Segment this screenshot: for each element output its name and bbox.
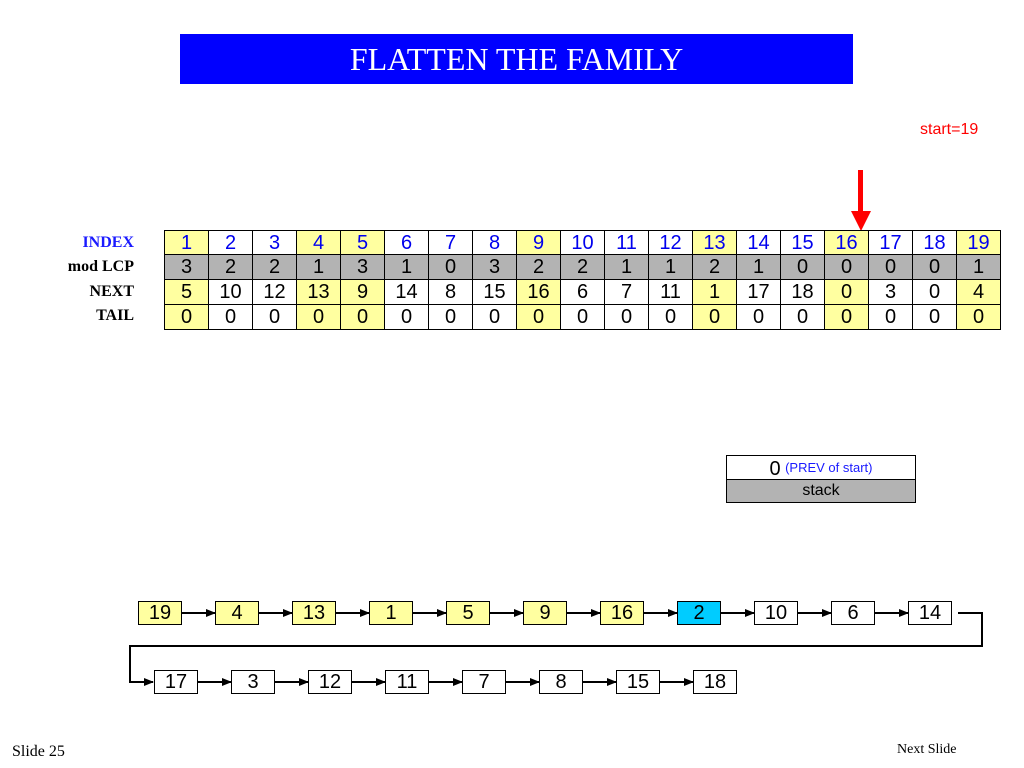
chain-node: 5 xyxy=(446,601,490,625)
lcp-cell: 1 xyxy=(296,254,341,280)
chain-node: 16 xyxy=(600,601,644,625)
tail-cell: 0 xyxy=(692,304,737,330)
stack-note: (PREV of start) xyxy=(785,460,873,475)
chain-node: 13 xyxy=(292,601,336,625)
chain-node: 12 xyxy=(308,670,352,694)
slide-number: Slide 25 xyxy=(12,743,65,760)
index-cell: 5 xyxy=(340,230,385,256)
stack-label: stack xyxy=(726,480,916,503)
tail-cell: 0 xyxy=(296,304,341,330)
chain-node: 3 xyxy=(231,670,275,694)
tail-cell: 0 xyxy=(164,304,209,330)
chain-node: 11 xyxy=(385,670,429,694)
next-cell: 4 xyxy=(956,279,1001,305)
stack-value: 0 xyxy=(769,458,781,480)
next-cell: 0 xyxy=(824,279,869,305)
lcp-cell: 1 xyxy=(736,254,781,280)
chain-node: 10 xyxy=(754,601,798,625)
chain-node: 8 xyxy=(539,670,583,694)
row-label-next: NEXT xyxy=(89,283,134,300)
chain-node: 4 xyxy=(215,601,259,625)
lcp-cell: 0 xyxy=(824,254,869,280)
index-cell: 4 xyxy=(296,230,341,256)
tail-cell: 0 xyxy=(516,304,561,330)
chain-node: 6 xyxy=(831,601,875,625)
chain-node: 19 xyxy=(138,601,182,625)
chain-node: 15 xyxy=(616,670,660,694)
chain-node: 17 xyxy=(154,670,198,694)
lcp-cell: 0 xyxy=(428,254,473,280)
row-label-tail: TAIL xyxy=(96,307,134,324)
slide-title: FLATTEN THE FAMILY xyxy=(180,34,853,84)
chain-node: 1 xyxy=(369,601,413,625)
tail-cell: 0 xyxy=(824,304,869,330)
tail-cell: 0 xyxy=(956,304,1001,330)
chain-node: 9 xyxy=(523,601,567,625)
row-label-index: INDEX xyxy=(82,234,134,251)
chain-node: 2 xyxy=(677,601,721,625)
chain-wrap-connector xyxy=(129,612,983,686)
chain-node: 7 xyxy=(462,670,506,694)
chain-node: 18 xyxy=(693,670,737,694)
tail-cell: 0 xyxy=(340,304,385,330)
next-cell: 16 xyxy=(516,279,561,305)
start-label: start=19 xyxy=(920,121,979,138)
next-slide-link[interactable]: Next Slide xyxy=(897,742,957,757)
index-cell: 9 xyxy=(516,230,561,256)
lcp-cell: 3 xyxy=(164,254,209,280)
stack-top: 0 (PREV of start) xyxy=(726,455,916,480)
stack-box: 0 (PREV of start) stack xyxy=(726,455,916,503)
lcp-cell: 1 xyxy=(956,254,1001,280)
row-label-lcp: mod LCP xyxy=(67,258,134,275)
next-cell: 5 xyxy=(164,279,209,305)
index-cell: 19 xyxy=(956,230,1001,256)
chain-node: 14 xyxy=(908,601,952,625)
next-cell: 1 xyxy=(692,279,737,305)
